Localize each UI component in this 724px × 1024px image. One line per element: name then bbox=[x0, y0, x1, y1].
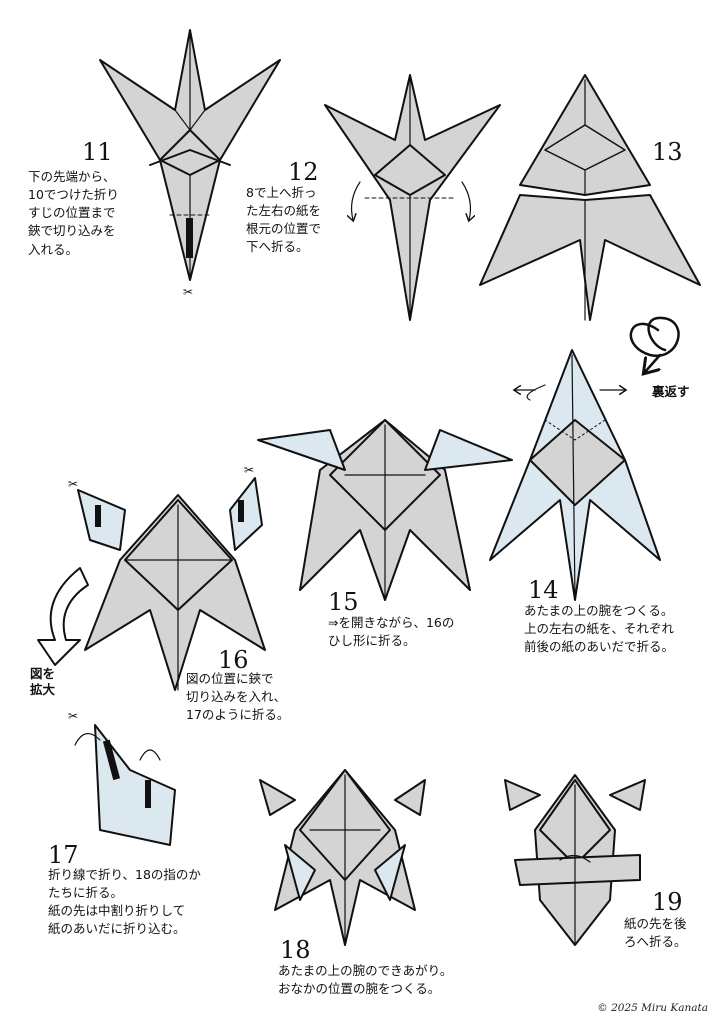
scissors-icon: ✂ bbox=[183, 285, 193, 299]
scissors-icon: ✂ bbox=[244, 463, 254, 477]
step-11-figure: ✂ bbox=[99, 29, 281, 299]
flip-over-arrow-icon bbox=[629, 316, 680, 372]
step-caption-16: 図の位置に鋏で 切り込みを入れ、 17のように折る。 bbox=[186, 671, 290, 723]
step-19-figure bbox=[504, 774, 646, 946]
step-number-17: 17 bbox=[48, 841, 79, 869]
step-caption-19: 紙の先を後 ろへ折る。 bbox=[624, 916, 687, 950]
step-number-14: 14 bbox=[528, 576, 559, 604]
step-number-16: 16 bbox=[218, 646, 249, 674]
step-number-12: 12 bbox=[288, 158, 319, 186]
step-18-figure bbox=[259, 769, 426, 946]
step-caption-12: 8で上へ折っ た左右の紙を 根元の位置で 下へ折る。 bbox=[246, 185, 322, 255]
step-number-13: 13 bbox=[652, 138, 683, 166]
step-caption-17: 折り線で折り、18の指のか たちに折る。 紙の先は中割り折りして 紙のあいだに折… bbox=[48, 867, 201, 937]
step-12-figure bbox=[324, 74, 501, 321]
step-17-figure: ✂ bbox=[68, 709, 176, 846]
flip-over-label: 裏返す bbox=[652, 384, 690, 399]
scissors-icon: ✂ bbox=[68, 709, 78, 723]
copyright: © 2025 Miru Kanata bbox=[597, 1002, 708, 1014]
step-number-15: 15 bbox=[328, 588, 359, 616]
step-number-11: 11 bbox=[82, 138, 113, 166]
step-14-figure bbox=[489, 349, 661, 601]
step-caption-18: あたまの上の腕のできあがり。 おなかの位置の腕をつくる。 bbox=[278, 963, 453, 997]
zoom-in-label: 図を 拡大 bbox=[30, 666, 56, 698]
step-caption-15: ⇒を開きながら、16の ひし形に折る。 bbox=[328, 615, 455, 649]
step-number-18: 18 bbox=[280, 936, 311, 964]
scissors-icon: ✂ bbox=[68, 477, 78, 491]
step-caption-14: あたまの上の腕をつくる。 上の左右の紙を、それぞれ 前後の紙のあいだで折る。 bbox=[524, 603, 675, 655]
zoom-arrow-icon bbox=[37, 567, 89, 666]
step-15-figure bbox=[257, 419, 513, 601]
step-13-figure bbox=[479, 74, 701, 321]
step-caption-11: 下の先端から、 10でつけた折り すじの位置まで 鋏で切り込みを 入れる。 bbox=[28, 169, 119, 257]
step-16-figure: ✂ ✂ bbox=[68, 463, 266, 691]
step-number-19: 19 bbox=[652, 888, 683, 916]
